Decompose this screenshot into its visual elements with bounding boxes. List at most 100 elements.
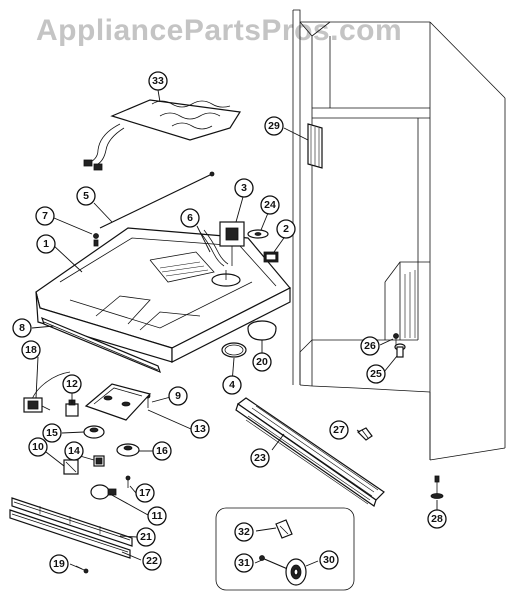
- part-13-control-housing: [84, 383, 152, 421]
- callout-24[interactable]: 24: [260, 195, 280, 215]
- callout-31[interactable]: 31: [234, 553, 254, 573]
- part-18-thermostat: [23, 371, 71, 413]
- part-30-wheel: [285, 558, 307, 586]
- callout-6[interactable]: 6: [180, 208, 200, 228]
- part-24-washer: [247, 229, 269, 239]
- part-7-screw: [93, 233, 99, 247]
- part-10-lamp-holder: [63, 459, 79, 475]
- callout-16[interactable]: 16: [152, 441, 172, 461]
- callout-27-label: 27: [333, 424, 345, 436]
- callout-25[interactable]: 25: [366, 364, 386, 384]
- part-25-plug: [394, 343, 406, 358]
- callout-12-label: 12: [66, 378, 78, 390]
- callout-19-label: 19: [53, 558, 65, 570]
- callout-14-label: 14: [68, 445, 80, 457]
- part-22-trim: [9, 509, 131, 559]
- callout-13[interactable]: 13: [190, 419, 210, 439]
- watermark-text: AppliancePartsPros.com: [36, 14, 402, 47]
- callout-4[interactable]: 4: [222, 375, 242, 395]
- callout-13-label: 13: [194, 423, 206, 435]
- callout-22-label: 22: [146, 555, 158, 567]
- inset-box: [215, 507, 355, 591]
- callout-29[interactable]: 29: [264, 116, 284, 136]
- part-28-leveling-leg: [430, 475, 444, 499]
- part-3-damper-control: [219, 221, 245, 266]
- part-26-screw: [393, 333, 399, 346]
- callout-10-label: 10: [32, 441, 44, 453]
- part-33-heater-assembly: [83, 99, 242, 171]
- callout-8[interactable]: 8: [12, 318, 32, 338]
- part-4-ring: [221, 342, 247, 358]
- callout-10[interactable]: 10: [28, 437, 48, 457]
- callout-18-label: 18: [25, 344, 37, 356]
- callout-23-label: 23: [254, 452, 266, 464]
- callout-31-label: 31: [238, 557, 250, 569]
- callout-8-label: 8: [19, 322, 25, 334]
- callout-11-label: 11: [151, 510, 162, 522]
- callout-26[interactable]: 26: [360, 336, 380, 356]
- callout-26-label: 26: [364, 340, 376, 352]
- callout-33[interactable]: 33: [148, 71, 168, 91]
- part-16-knob: [116, 443, 140, 457]
- callout-20[interactable]: 20: [252, 352, 272, 372]
- callout-11[interactable]: 11: [147, 506, 167, 526]
- part-27-clip: [356, 427, 373, 441]
- callout-15-label: 15: [46, 427, 58, 439]
- part-29-bracket: [307, 123, 323, 169]
- callout-17[interactable]: 17: [135, 483, 155, 503]
- callout-9[interactable]: 9: [168, 386, 188, 406]
- callout-25-label: 25: [370, 368, 382, 380]
- part-31-axle: [259, 555, 291, 571]
- part-8-trim-strip: [41, 316, 161, 374]
- part-6-tube: [199, 229, 229, 267]
- callout-23[interactable]: 23: [250, 448, 270, 468]
- callout-7[interactable]: 7: [35, 206, 55, 226]
- part-5-rod: [99, 171, 215, 229]
- callout-7-label: 7: [42, 210, 48, 222]
- callout-27[interactable]: 27: [329, 420, 349, 440]
- callout-2[interactable]: 2: [276, 219, 296, 239]
- callout-18[interactable]: 18: [21, 340, 41, 360]
- callout-28[interactable]: 28: [427, 509, 447, 529]
- callout-20-label: 20: [256, 356, 268, 368]
- callout-5-label: 5: [83, 190, 89, 202]
- callout-12[interactable]: 12: [62, 374, 82, 394]
- callout-30[interactable]: 30: [319, 550, 339, 570]
- callout-21-label: 21: [140, 531, 152, 543]
- callout-15[interactable]: 15: [42, 423, 62, 443]
- callout-14[interactable]: 14: [64, 441, 84, 461]
- callout-2-label: 2: [283, 223, 289, 235]
- callout-30-label: 30: [323, 554, 335, 566]
- part-14-socket: [93, 455, 105, 467]
- callout-16-label: 16: [156, 445, 168, 457]
- callout-1[interactable]: 1: [36, 234, 56, 254]
- callout-21[interactable]: 21: [136, 527, 156, 547]
- callout-3[interactable]: 3: [234, 178, 254, 198]
- part-15-knob: [83, 425, 105, 439]
- callout-28-label: 28: [431, 513, 443, 525]
- callout-22[interactable]: 22: [142, 551, 162, 571]
- part-17-screw: [125, 475, 131, 488]
- part-23-toe-grille: [235, 397, 385, 507]
- callout-3-label: 3: [241, 182, 247, 194]
- callout-6-label: 6: [187, 212, 193, 224]
- part-21-trim: [11, 497, 133, 547]
- callout-24-label: 24: [264, 199, 276, 211]
- callout-17-label: 17: [139, 487, 151, 499]
- callout-4-label: 4: [229, 379, 235, 391]
- part-1-evaporator-cover: [35, 227, 291, 363]
- callout-29-label: 29: [268, 120, 280, 132]
- callout-32[interactable]: 32: [234, 522, 254, 542]
- callout-5[interactable]: 5: [76, 186, 96, 206]
- callout-1-label: 1: [43, 238, 49, 250]
- cabinet-drawing: [292, 9, 506, 461]
- part-32-bracket: [275, 519, 293, 539]
- callout-32-label: 32: [238, 526, 250, 538]
- callout-19[interactable]: 19: [49, 554, 69, 574]
- callout-9-label: 9: [175, 390, 181, 402]
- part-20-light-cover: [247, 320, 277, 341]
- part-11-light-bulb: [90, 484, 117, 500]
- callout-33-label: 33: [152, 75, 164, 87]
- part-2-socket: [263, 251, 279, 263]
